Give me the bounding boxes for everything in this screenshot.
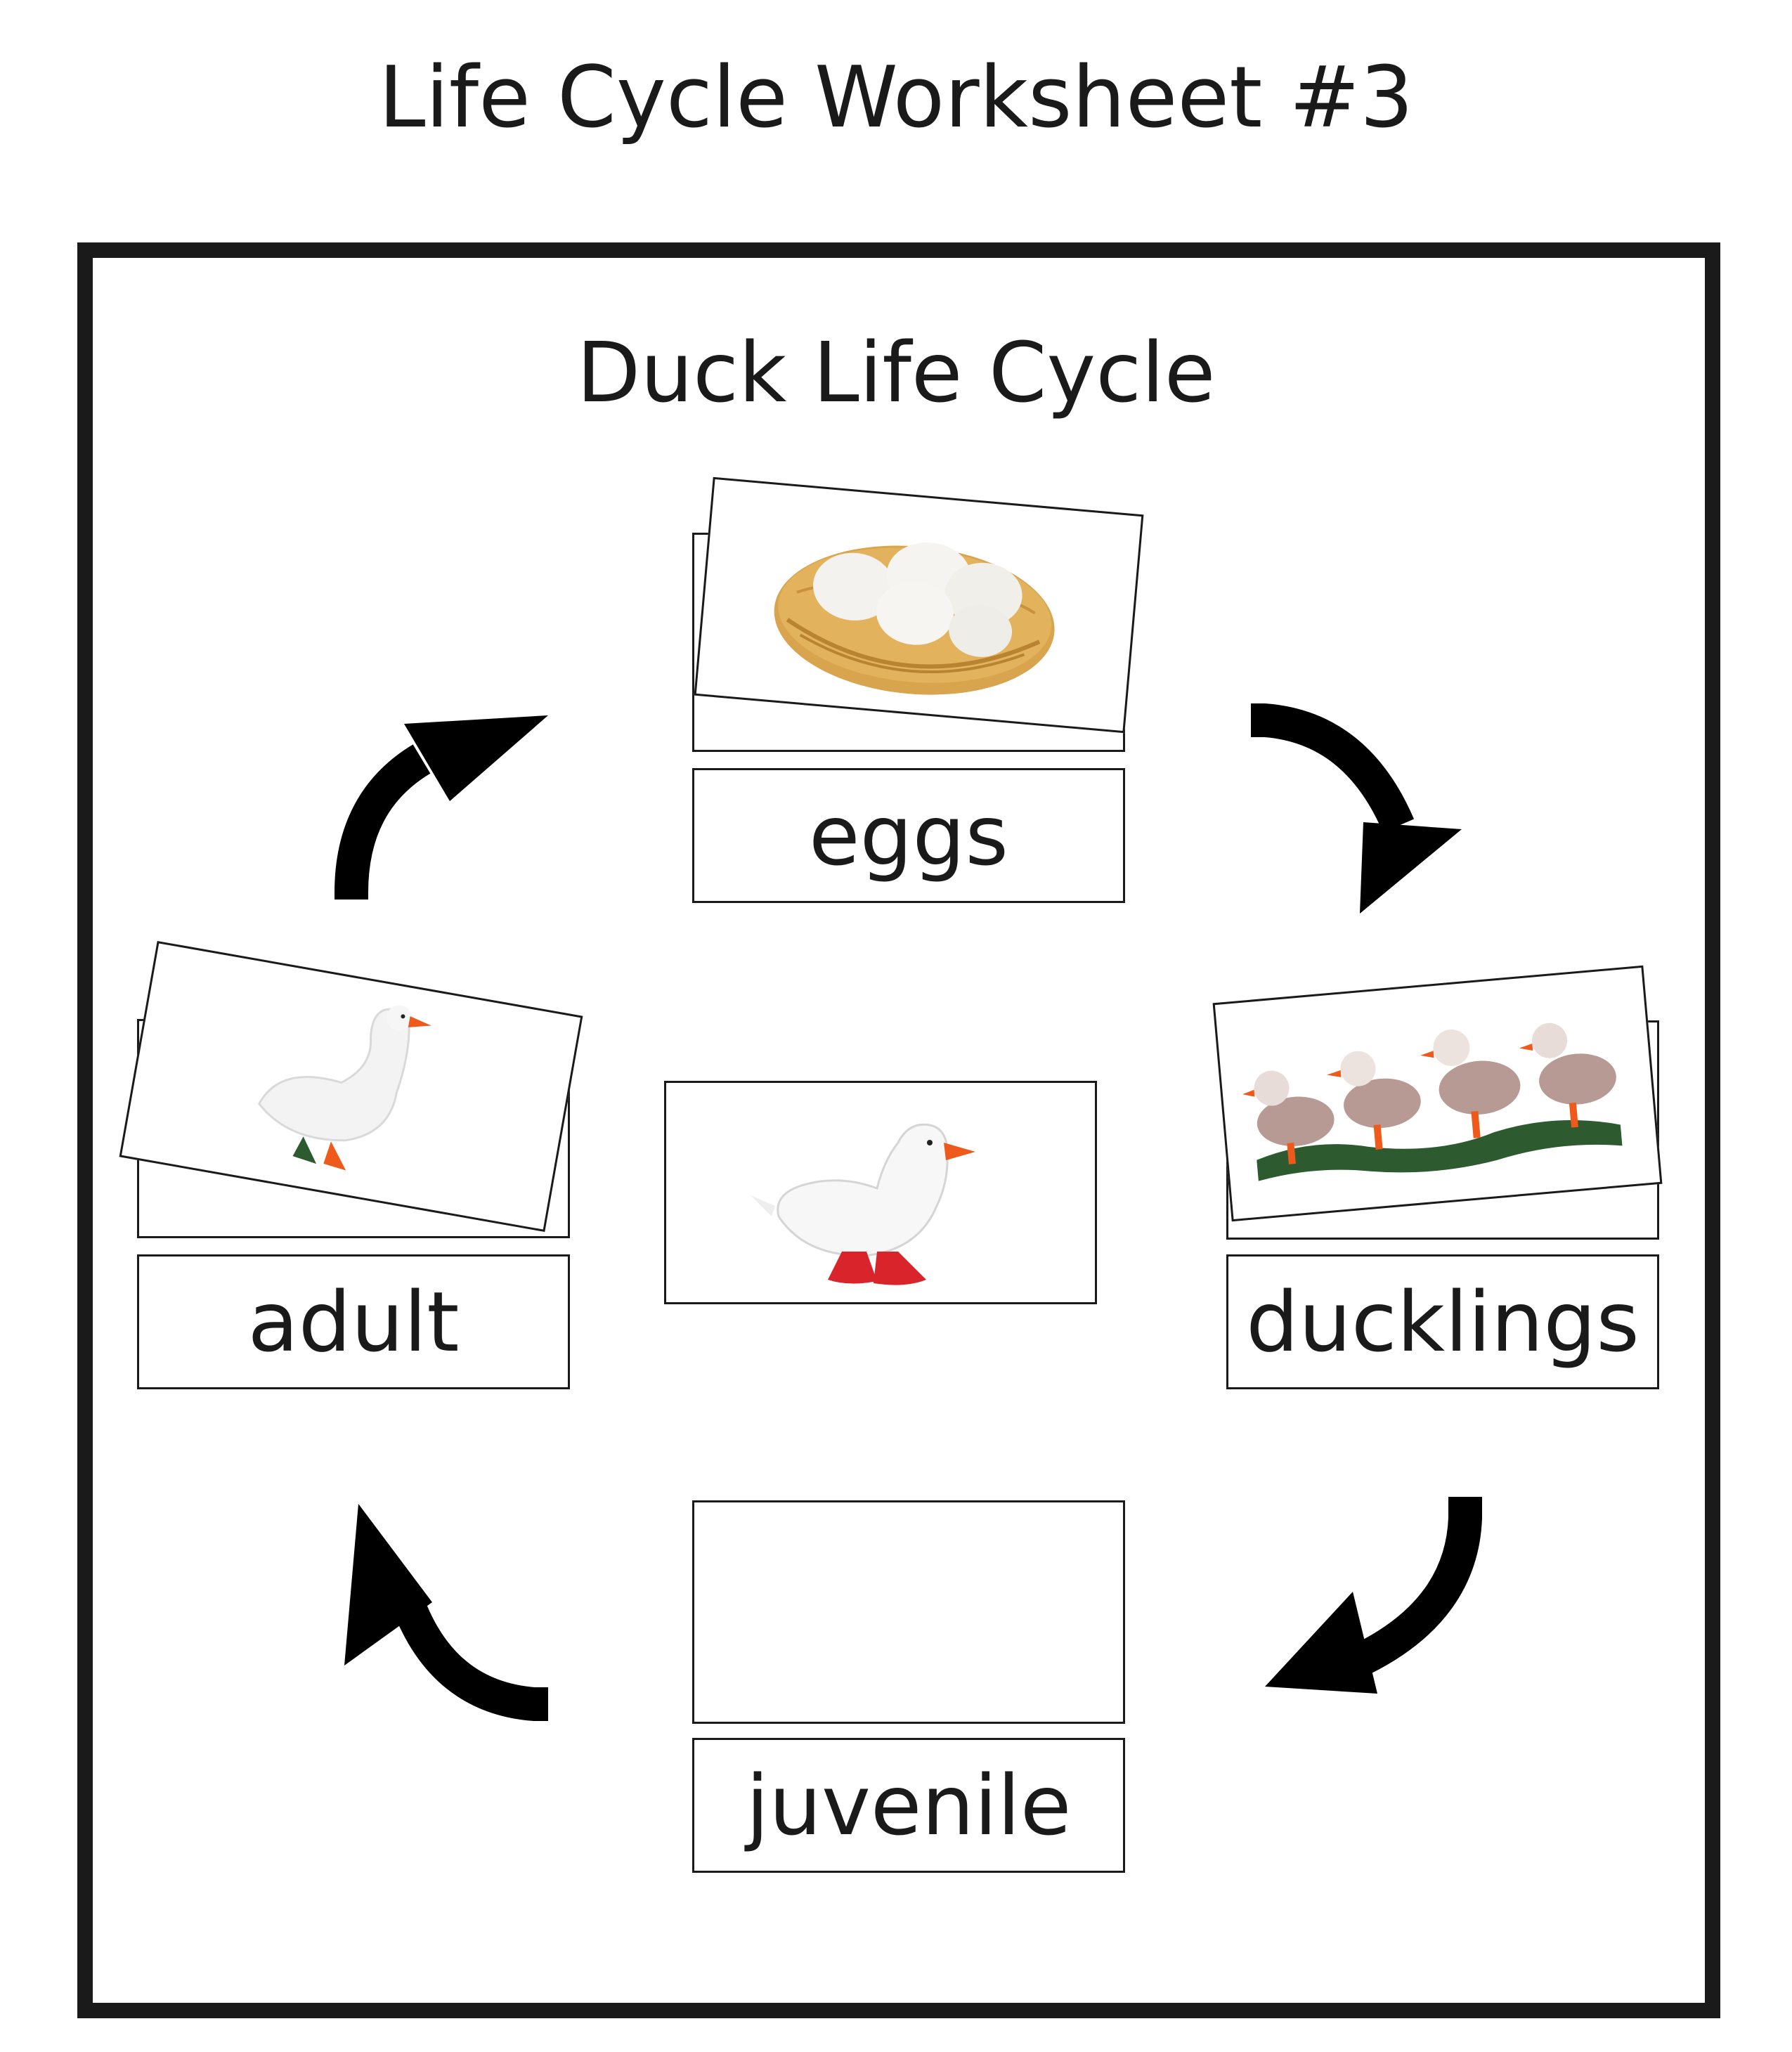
page-title: Life Cycle Worksheet #3 (378, 49, 1414, 147)
adult-label: adult (247, 1273, 460, 1370)
adult-label-box[interactable]: adult (137, 1254, 570, 1389)
arrow-icon (1265, 1497, 1482, 1694)
center-picture-card[interactable] (664, 1081, 1097, 1304)
ducklings-picture-card[interactable] (1212, 965, 1663, 1222)
arrow-icon (344, 1504, 548, 1721)
arrow-icon (335, 715, 548, 900)
goose-icon (257, 1005, 431, 1171)
diagram-title: Duck Life Cycle (576, 324, 1216, 421)
egg-icon (812, 542, 1022, 657)
nest-icon (774, 542, 1055, 695)
duck-icon (751, 1123, 975, 1285)
ducklings-label: ducklings (1246, 1273, 1640, 1370)
worksheet-frame (77, 242, 1720, 2018)
eggs-picture-card[interactable] (694, 476, 1144, 734)
juvenile-label-box[interactable]: juvenile (692, 1738, 1125, 1873)
ducklings-label-box[interactable]: ducklings (1226, 1254, 1659, 1389)
juvenile-label: juvenile (746, 1757, 1072, 1854)
arrow-icon (1251, 703, 1462, 914)
eggs-label: eggs (809, 787, 1008, 884)
duckling-icon (1242, 1022, 1623, 1181)
adult-picture-card[interactable] (119, 940, 583, 1233)
juvenile-picture-slot[interactable] (692, 1500, 1125, 1724)
eggs-label-box[interactable]: eggs (692, 768, 1125, 903)
